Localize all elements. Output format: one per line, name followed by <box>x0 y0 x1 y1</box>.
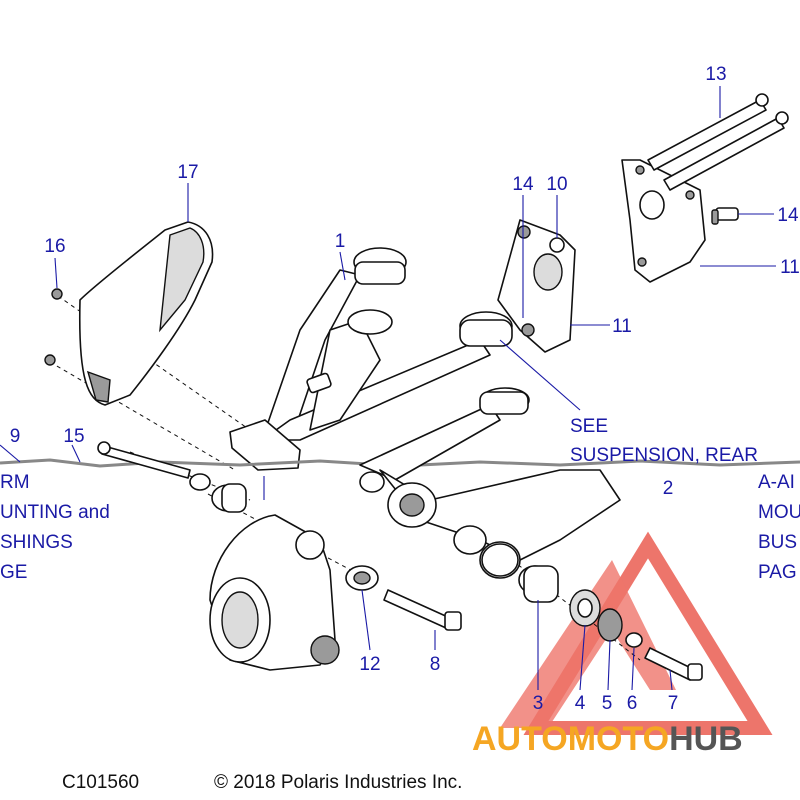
watermark-part-1: AUTOMOTO <box>472 720 669 758</box>
left-note-line-4: GE <box>0 562 27 583</box>
copyright-text: © 2018 Polaris Industries Inc. <box>214 772 462 793</box>
callout-11-center: 11 <box>612 316 632 337</box>
watermark-part-2: HUB <box>669 720 743 758</box>
callout-17: 17 <box>177 162 198 183</box>
watermark-logo <box>500 531 773 735</box>
watermark-text: AUTOMOTOHUB <box>472 720 743 758</box>
upper-a-arm-1 <box>229 247 513 471</box>
callout-12: 12 <box>359 654 380 675</box>
nut-6 <box>625 632 643 648</box>
callout-1: 1 <box>335 231 346 252</box>
leader-lines <box>0 86 776 691</box>
bracket-11 <box>497 219 576 353</box>
callout-14-center: 14 <box>512 174 534 195</box>
callout-4: 4 <box>575 693 586 714</box>
left-note-line-3: SHINGS <box>0 532 73 553</box>
left-note: RM UNTING and SHINGS GE <box>0 472 110 583</box>
callout-13: 13 <box>705 64 726 85</box>
callout-14-right: 14 <box>777 205 799 226</box>
callout-5: 5 <box>602 693 613 714</box>
see-note: SEE SUSPENSION, REAR <box>570 416 758 466</box>
callout-11-right: 11 <box>780 257 800 278</box>
sleeve-12 <box>345 565 379 591</box>
bolt-8 <box>383 589 462 631</box>
callout-10: 10 <box>546 174 567 195</box>
callout-15: 15 <box>63 426 84 447</box>
right-note: A-AI MOU BUS PAG <box>758 472 800 583</box>
long-bolts-13 <box>647 93 789 191</box>
callout-6: 6 <box>627 693 638 714</box>
bracket-11-right <box>621 159 706 283</box>
washer-4 <box>569 589 601 627</box>
screws-16 <box>44 288 63 366</box>
washer-5 <box>597 608 623 642</box>
diagram-code: C101560 <box>62 772 139 793</box>
right-note-line-1: A-AI <box>758 472 795 493</box>
right-note-line-4: PAG <box>758 562 797 583</box>
left-note-line-2: UNTING and <box>0 502 110 523</box>
spacer-3 <box>481 543 559 603</box>
callout-16: 16 <box>44 236 65 257</box>
bolt-7 <box>644 647 703 681</box>
knuckle-housing <box>209 514 340 671</box>
bolt-15 <box>97 441 191 479</box>
callout-8: 8 <box>430 654 441 675</box>
rock-guard-17 <box>78 221 214 406</box>
callout-3: 3 <box>533 693 544 714</box>
bushings-left <box>189 473 247 513</box>
callout-2: 2 <box>663 478 674 499</box>
see-note-line-2: SUSPENSION, REAR <box>570 445 758 466</box>
callout-labels: 1 2 3 4 5 6 7 8 9 10 11 11 12 13 14 14 1… <box>10 64 800 714</box>
see-note-line-1: SEE <box>570 416 608 437</box>
bolt-14-right <box>711 207 739 225</box>
right-note-line-2: MOU <box>758 502 800 523</box>
left-note-line-1: RM <box>0 472 30 493</box>
callout-9: 9 <box>10 426 21 447</box>
callout-7: 7 <box>668 693 679 714</box>
right-note-line-3: BUS <box>758 532 797 553</box>
